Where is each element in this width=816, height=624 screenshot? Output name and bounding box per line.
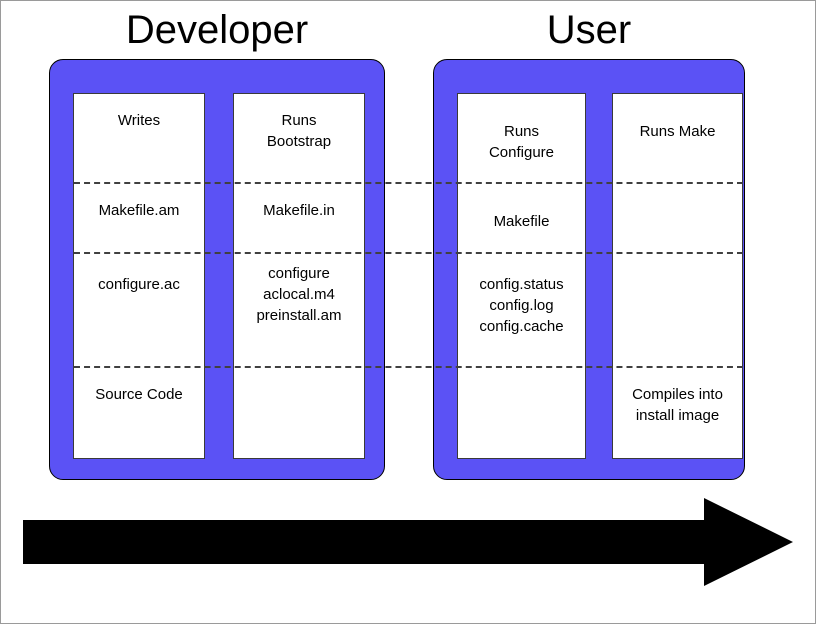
cell-writes-configure-ac: configure.ac	[98, 276, 180, 293]
cell-configure-action: Runs Configure	[488, 123, 555, 161]
cell-configure-outputs: config.status config.log config.cache	[479, 276, 564, 335]
cell-writes-makefile-am: Makefile.am	[98, 202, 180, 219]
group-title-developer: Developer	[125, 8, 309, 52]
cell-make-compiles: Compiles into install image	[632, 386, 723, 424]
group-title-user: User	[546, 8, 632, 52]
cell-bootstrap-generated-files: configure aclocal.m4 preinstall.am	[256, 265, 342, 324]
cell-configure-makefile: Makefile	[493, 213, 550, 230]
flow-arrow-icon	[23, 498, 793, 586]
stage-column-writes: Writes Makefile.am configure.ac Source C…	[73, 93, 205, 459]
cell-writes-source-code: Source Code	[95, 386, 183, 403]
cell-bootstrap-makefile-in: Makefile.in	[263, 202, 335, 219]
cell-bootstrap-action: Runs Bootstrap	[266, 112, 332, 150]
cell-writes-action: Writes	[117, 112, 161, 129]
row-divider-1	[74, 182, 743, 184]
stage-column-make: Runs Make Compiles into install image	[612, 93, 743, 459]
stage-column-configure: Runs Configure Makefile config.status co…	[457, 93, 586, 459]
stage-column-bootstrap: Runs Bootstrap Makefile.in configure acl…	[233, 93, 365, 459]
cell-make-action: Runs Make	[639, 123, 716, 140]
row-divider-2	[74, 252, 743, 254]
row-divider-3	[74, 366, 743, 368]
